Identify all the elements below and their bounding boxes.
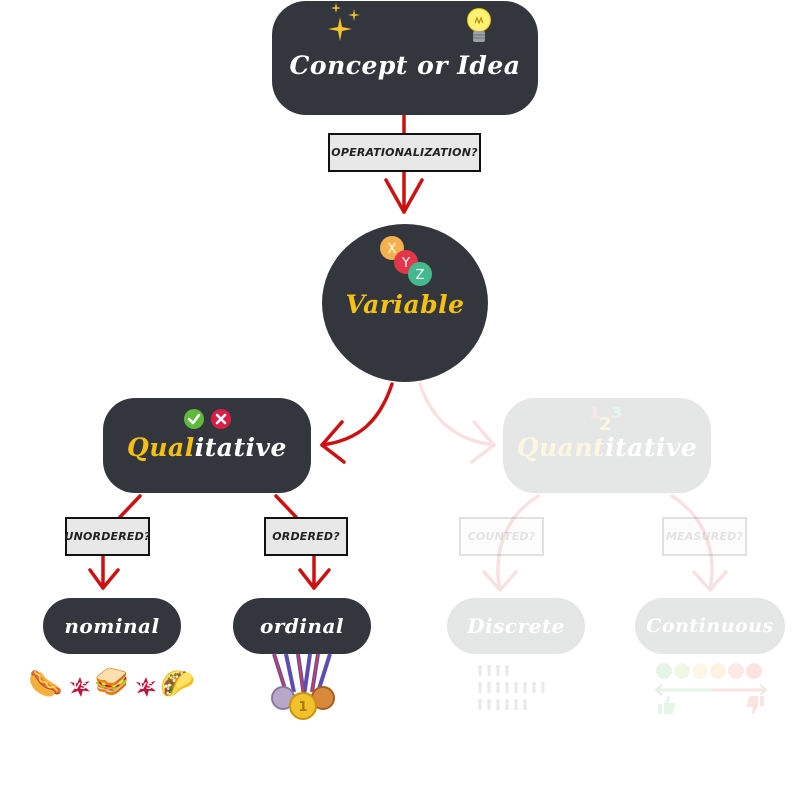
arrowhead-variable [384,178,424,214]
people-row-2 [478,682,545,693]
sparkles-icon [328,3,360,41]
people-row-3 [478,699,527,710]
digit-1: 1 [589,403,600,422]
taco-icon: 🌮 [160,667,195,700]
continuous-node: Continuous [635,598,785,654]
quantitative-label-rest: itative [605,433,698,462]
arrow-qualitative-to-ordinal [274,494,316,590]
lightbulb-icon [467,8,491,42]
arrowhead-continuous [692,570,728,592]
check-cross-icon [184,409,231,429]
variable-node: Variable X Y Z [322,224,488,382]
arrow-variable-to-quantitative [418,382,496,447]
gold-medal-number: 1 [298,700,307,715]
y-letter: Y [401,256,410,271]
quantitative-label: Quantitative [517,433,698,462]
nominal-node: nominal [43,598,181,654]
arrowhead-qualitative [320,420,346,464]
arrow-quantitative-to-discrete [496,494,540,592]
unordered-question: unordered? [64,517,150,556]
digit-2: 2 [599,414,612,434]
continuous-label: Continuous [646,615,774,637]
digits-123-icon: 1 2 3 [589,403,622,434]
arrowhead-discrete [482,570,518,592]
qualitative-label-highlight: Qual [127,433,195,462]
arrowhead-ordinal [298,568,331,590]
satisfaction-scale-icon [654,663,768,715]
qualitative-node: Qualitative [103,398,311,493]
concept-node: Concept or Idea [272,1,538,115]
quantitative-node: Quantitative 1 2 3 [503,398,711,493]
z-letter: Z [416,268,425,283]
ordered-question: ordered? [264,517,348,556]
xyz-variables-icon: X Y Z [380,236,432,286]
arrowhead-quantitative [470,420,496,464]
hotdog-icon: 🌭 [28,667,63,700]
arrow-quantitative-to-continuous [670,494,714,592]
x-letter: X [388,242,397,257]
ordinal-node: ordinal [233,598,371,654]
discrete-node: Discrete [447,598,585,654]
thumbs-down-icon [746,696,764,715]
digit-3: 3 [611,403,622,422]
qualitative-label: Qualitative [127,433,287,462]
medals-icon: 1 [271,653,335,720]
arrow-variable-to-qualitative [320,382,394,447]
measured-question: measured? [662,517,747,556]
nominal-label: nominal [64,614,160,638]
concept-label: Concept or Idea [289,50,521,80]
people-row-1 [478,665,509,676]
thumbs-up-icon [658,695,676,714]
people-count-icon [478,665,545,710]
ordinal-label: ordinal [259,614,345,638]
arrowhead-nominal [88,568,120,590]
operationalization-question: operationalization? [328,133,481,172]
arrow-qualitative-to-nominal [101,494,142,590]
discrete-label: Discrete [467,614,565,638]
counted-question: counted? [459,517,544,556]
sandwich-icon: 🥪 [94,665,129,698]
qualitative-label-rest: itative [194,433,287,462]
quantitative-label-highlight: Quant [516,433,606,462]
variable-label: Variable [345,289,465,319]
